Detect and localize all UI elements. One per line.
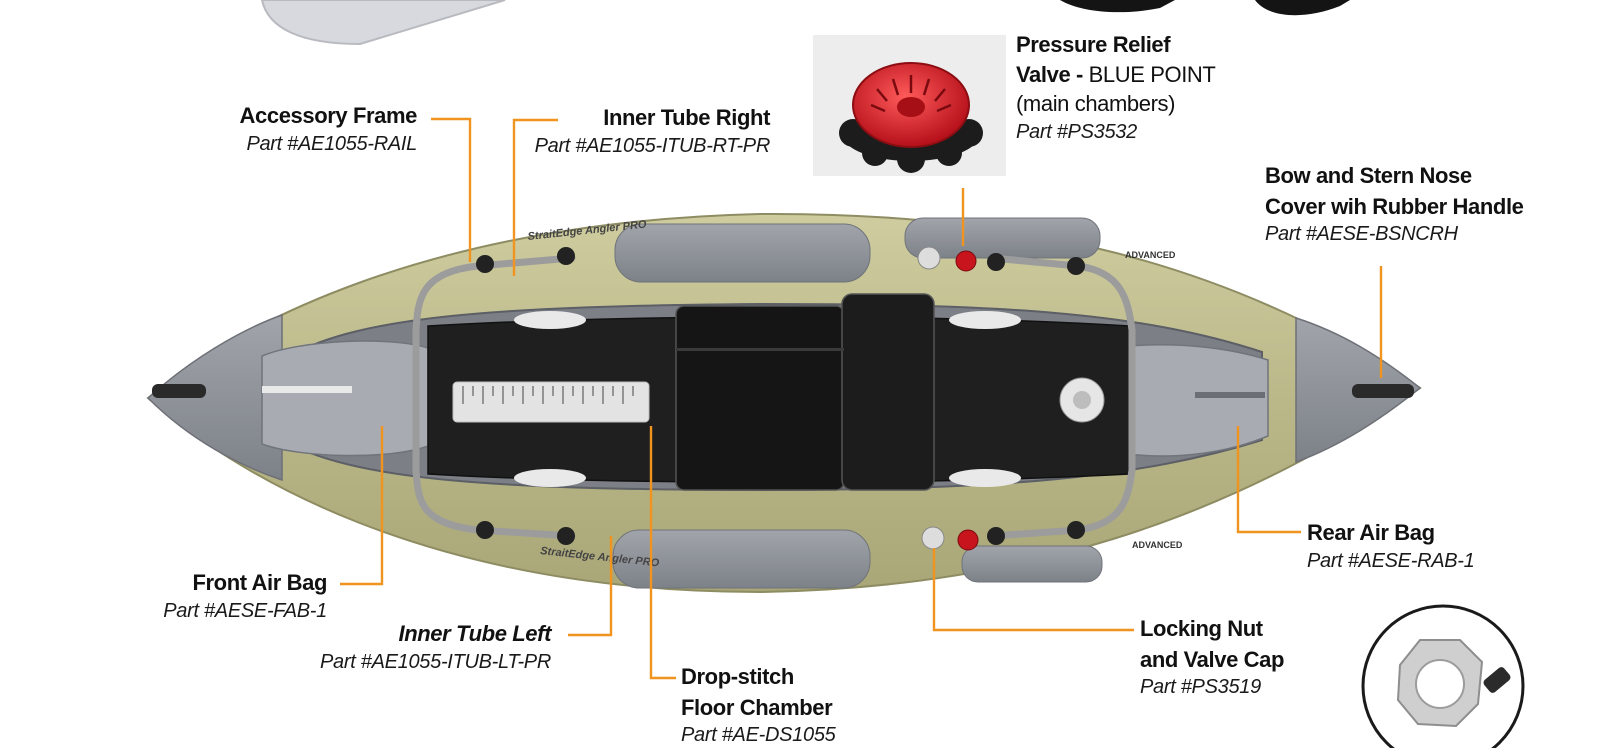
frame-mounts (476, 247, 1085, 545)
locking-nut-title-line1: Locking Nut (1140, 616, 1263, 641)
callout-rear-air-bag: Rear Air Bag Part #AESE-RAB-1 (1307, 520, 1475, 572)
pressure-relief-title-line1: Pressure Relief (1016, 32, 1171, 57)
pressure-relief-title-plain: BLUE POINT (1088, 61, 1216, 87)
drop-stitch-title-line2: Floor Chamber (681, 694, 833, 720)
rear-air-bag-part: Part #AESE-RAB-1 (1307, 549, 1475, 572)
leader-rear-air-bag (1236, 426, 1301, 534)
pressure-relief-title-line2: Valve - BLUE POINT (1016, 61, 1216, 88)
brand-badge-top: ADVANCED (1125, 250, 1176, 260)
drop-stitch-part: Part #AE-DS1055 (681, 724, 836, 747)
callout-drop-stitch-floor: Drop-stitch Floor Chamber Part #AE-DS105… (681, 664, 836, 747)
accessory-frame-part: Part #AE1055-RAIL (246, 132, 417, 155)
valve-cap-bottom (921, 526, 945, 550)
accessory-frame (412, 254, 1136, 540)
leader-drop-stitch (649, 426, 676, 680)
inner-tube-left-part: Part #AE1055-ITUB-LT-PR (320, 650, 551, 673)
pressure-valve-photo (813, 35, 1006, 176)
locking-nut-title-line2: and Valve Cap (1140, 646, 1284, 672)
pressure-relief-title-line3: (main chambers) (1016, 91, 1176, 117)
locking-nut-part: Part #PS3519 (1140, 676, 1261, 699)
leader-lines (340, 117, 1383, 680)
locking-nut-inset (1361, 604, 1525, 748)
drop-stitch-title-line1: Drop-stitch (681, 664, 794, 689)
inner-tube-right-part: Part #AE1055-ITUB-RT-PR (534, 134, 771, 157)
valve-cap-top (917, 246, 941, 270)
accessory-frame-title: Accessory Frame (239, 103, 418, 128)
bow-stern-part: Part #AESE-BSNCRH (1265, 223, 1458, 246)
stuff-bag-shape (260, 0, 506, 46)
leader-locking-nut (932, 548, 1134, 632)
callout-locking-nut: Locking Nut and Valve Cap Part #PS3519 (1140, 616, 1284, 699)
leader-inner-tube-right (512, 118, 558, 276)
callout-inner-tube-right: Inner Tube Right Part #AE1055-ITUB-RT-PR (534, 105, 771, 157)
bow-stern-title-line2: Cover wih Rubber Handle (1265, 193, 1524, 219)
front-air-bag-part: Part #AESE-FAB-1 (163, 599, 327, 622)
valve-red-top (955, 250, 977, 272)
paddle-blade-right (1255, 0, 1350, 16)
callout-pressure-relief-valve: Pressure Relief Valve - BLUE POINT (main… (1016, 32, 1216, 143)
brand-badge-bottom: ADVANCED (1132, 540, 1183, 550)
leader-inner-tube-left (568, 536, 613, 637)
callout-inner-tube-left: Inner Tube Left Part #AE1055-ITUB-LT-PR (320, 621, 552, 673)
paddle-blade-left (1060, 0, 1175, 13)
valve-red-bottom (957, 529, 979, 551)
leader-front-air-bag (340, 426, 384, 586)
front-air-bag-title: Front Air Bag (192, 570, 327, 595)
callout-accessory-frame: Accessory Frame Part #AE1055-RAIL (239, 103, 418, 155)
callout-front-air-bag: Front Air Bag Part #AESE-FAB-1 (163, 570, 327, 622)
inner-tube-right-title: Inner Tube Right (603, 105, 770, 130)
leader-accessory-frame (431, 117, 472, 262)
kayak-hull (146, 212, 1422, 594)
pressure-relief-title-bold: Valve - (1016, 61, 1089, 87)
pressure-relief-part: Part #PS3532 (1016, 120, 1137, 143)
callout-bow-stern-nose-cover: Bow and Stern Nose Cover wih Rubber Hand… (1265, 163, 1524, 246)
rear-air-bag-title: Rear Air Bag (1307, 520, 1435, 545)
bow-stern-title-line1: Bow and Stern Nose (1265, 163, 1472, 188)
inner-tube-left-title: Inner Tube Left (398, 621, 552, 646)
